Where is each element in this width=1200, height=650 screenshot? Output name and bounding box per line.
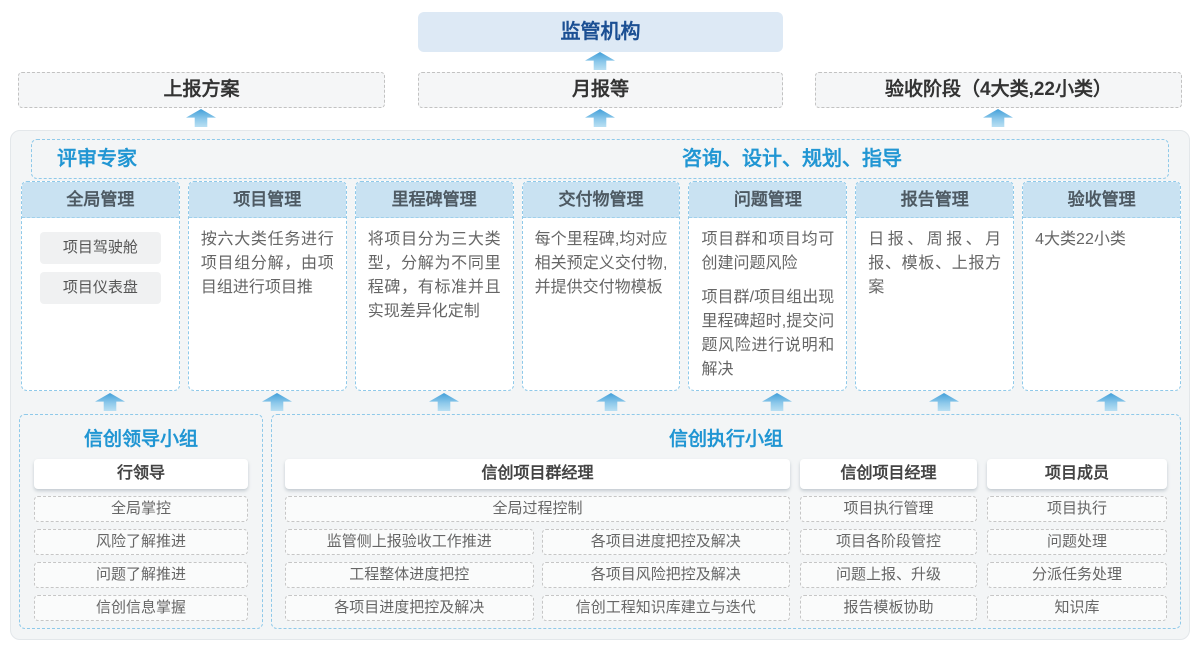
- up-arrow-icon: [929, 393, 959, 411]
- module-title: 交付物管理: [522, 182, 680, 218]
- task-item: 问题处理: [987, 529, 1167, 555]
- exec-group-box: 信创执行小组 信创项目群经理 全局过程控制 监管侧上报验收工作推进 工程整体进度…: [271, 414, 1181, 629]
- module-title: 验收管理: [1023, 182, 1181, 218]
- role-bank-leader: 行领导: [34, 459, 248, 489]
- role-program-manager: 信创项目群经理: [285, 459, 790, 489]
- task-item: 项目各阶段管控: [800, 529, 977, 555]
- module-milestone: 里程碑管理 将项目分为三大类型，分解为不同里程碑，有标准并且实现差异化定制: [354, 181, 514, 391]
- module-desc: 日报、周报、月报、模板、上报方案: [868, 231, 1002, 296]
- program-manager-col1: 监管侧上报验收工作推进 工程整体进度把控 各项目进度把控及解决: [285, 522, 534, 621]
- module-body: 项目驾驶舱 项目仪表盘: [22, 218, 179, 314]
- task-item: 风险了解推进: [34, 529, 248, 555]
- task-item: 各项目风险把控及解决: [541, 562, 790, 588]
- module-title: 问题管理: [689, 182, 847, 218]
- module-desc: 将项目分为三大类型，分解为不同里程碑，有标准并且实现差异化定制: [367, 231, 501, 320]
- up-arrow-icon: [95, 393, 125, 411]
- module-global: 全局管理 项目驾驶舱 项目仪表盘: [21, 181, 180, 391]
- module-acceptance: 验收管理 4大类22小类: [1022, 181, 1182, 391]
- platform-container: 评审专家 咨询、设计、规划、指导 全局管理 项目驾驶舱 项目仪表盘 项目管理 按…: [10, 130, 1190, 640]
- task-item: 项目执行管理: [800, 496, 977, 522]
- module-issue: 问题管理 项目群和项目均可创建问题风险 项目群/项目组出现里程碑超时,提交问题风…: [688, 181, 848, 391]
- task-item: 工程整体进度把控: [285, 562, 534, 588]
- up-arrow-icon: [585, 52, 615, 70]
- task-item: 知识库: [987, 595, 1167, 621]
- module-report: 报告管理 日报、周报、月报、模板、上报方案: [855, 181, 1015, 391]
- module-deliverable: 交付物管理 每个里程碑,均对应相关预定义交付物,并提供交付物模板: [521, 181, 681, 391]
- header-band: 评审专家 咨询、设计、规划、指导: [31, 139, 1169, 179]
- chip-cockpit: 项目驾驶舱: [40, 232, 161, 264]
- module-title: 里程碑管理: [355, 182, 513, 218]
- leader-group-title: 信创领导小组: [83, 429, 198, 450]
- up-arrow-icon: [262, 393, 292, 411]
- leader-group-body: 行领导 全局掌控 风险了解推进 问题了解推进 信创信息掌握: [20, 451, 262, 621]
- report-acceptance-box: 验收阶段（4大类,22小类）: [815, 72, 1182, 108]
- chip-dashboard: 项目仪表盘: [40, 272, 161, 304]
- up-arrow-icon: [596, 393, 626, 411]
- module-row: 全局管理 项目驾驶舱 项目仪表盘 项目管理 按六大类任务进行项目组分解，由项目组…: [21, 181, 1182, 391]
- task-item: 报告模板协助: [800, 595, 977, 621]
- module-desc-2: 项目群/项目组出现里程碑超时,提交问题风险进行说明和解决: [701, 289, 835, 378]
- program-manager-columns: 监管侧上报验收工作推进 工程整体进度把控 各项目进度把控及解决 各项目进度把控及…: [285, 522, 790, 621]
- module-desc: 4大类22小类: [1035, 231, 1126, 248]
- task-item: 项目执行: [987, 496, 1167, 522]
- module-project: 项目管理 按六大类任务进行项目组分解，由项目组进行项目推: [187, 181, 347, 391]
- task-item: 各项目进度把控及解决: [541, 529, 790, 555]
- up-arrow-icon: [585, 109, 615, 127]
- exec-group-title: 信创执行小组: [668, 429, 783, 450]
- task-item: 全局过程控制: [285, 496, 790, 522]
- up-arrow-icon: [186, 109, 216, 127]
- member-section: 项目成员 项目执行 问题处理 分派任务处理 知识库: [987, 459, 1167, 621]
- module-title: 报告管理: [856, 182, 1014, 218]
- program-manager-col2: 各项目进度把控及解决 各项目风险把控及解决 信创工程知识库建立与迭代: [541, 522, 790, 621]
- guidance-label: 咨询、设计、规划、指导: [682, 148, 902, 170]
- module-desc: 每个里程碑,均对应相关预定义交付物,并提供交付物模板: [534, 231, 668, 296]
- up-arrow-icon: [429, 393, 459, 411]
- task-item: 信创信息掌握: [34, 595, 248, 621]
- leader-group-box: 信创领导小组 行领导 全局掌控 风险了解推进 问题了解推进 信创信息掌握: [19, 414, 263, 629]
- up-arrow-icon: [983, 109, 1013, 127]
- experts-label: 评审专家: [57, 148, 137, 170]
- module-title: 全局管理: [22, 182, 179, 218]
- module-body: 项目群和项目均可创建问题风险 项目群/项目组出现里程碑超时,提交问题风险进行说明…: [689, 218, 846, 390]
- report-plan-box: 上报方案: [18, 72, 385, 108]
- task-item: 全局掌控: [34, 496, 248, 522]
- task-item: 问题上报、升级: [800, 562, 977, 588]
- task-item: 监管侧上报验收工作推进: [285, 529, 534, 555]
- up-arrow-icon: [1096, 393, 1126, 411]
- module-desc: 按六大类任务进行项目组分解，由项目组进行项目推: [200, 231, 334, 296]
- role-project-manager: 信创项目经理: [800, 459, 977, 489]
- project-manager-section: 信创项目经理 项目执行管理 项目各阶段管控 问题上报、升级 报告模板协助: [800, 459, 977, 621]
- task-item: 信创工程知识库建立与迭代: [541, 595, 790, 621]
- task-item: 问题了解推进: [34, 562, 248, 588]
- task-item: 分派任务处理: [987, 562, 1167, 588]
- report-monthly-box: 月报等: [418, 72, 783, 108]
- module-desc: 项目群和项目均可创建问题风险: [701, 231, 835, 272]
- exec-group-body: 信创项目群经理 全局过程控制 监管侧上报验收工作推进 工程整体进度把控 各项目进…: [272, 451, 1180, 621]
- program-manager-section: 信创项目群经理 全局过程控制 监管侧上报验收工作推进 工程整体进度把控 各项目进…: [285, 459, 790, 621]
- regulator-box: 监管机构: [418, 12, 783, 52]
- role-member: 项目成员: [987, 459, 1167, 489]
- up-arrow-icon: [762, 393, 792, 411]
- task-item: 各项目进度把控及解决: [285, 595, 534, 621]
- module-title: 项目管理: [188, 182, 346, 218]
